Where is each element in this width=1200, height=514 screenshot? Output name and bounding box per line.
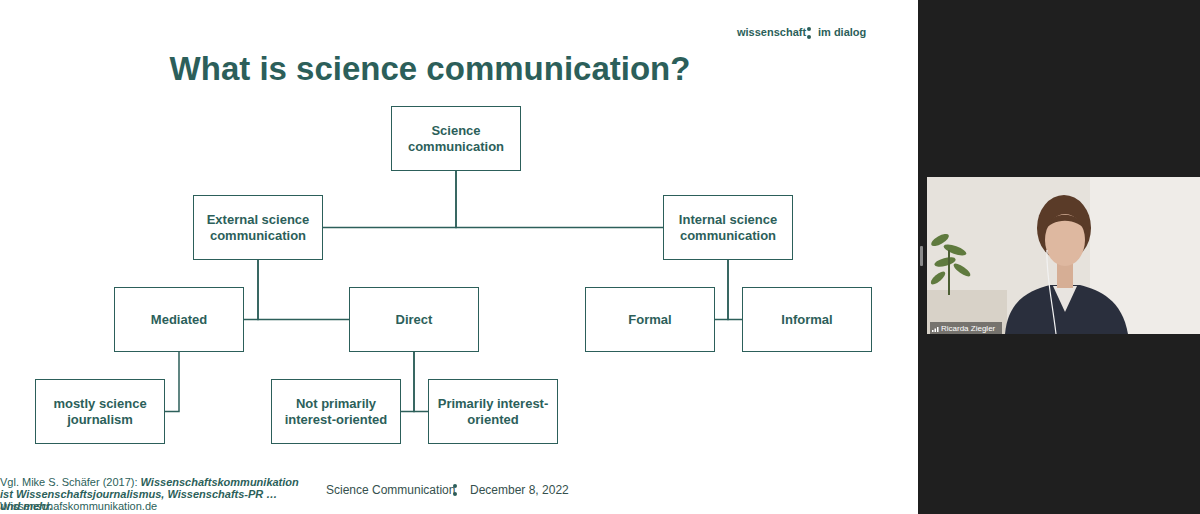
participant-name: Ricarda Ziegler <box>941 324 995 333</box>
box-label: Informal <box>781 312 832 328</box>
box-label: Science communication <box>400 123 512 155</box>
citation-source: Wissenschafskommunikation.de <box>0 500 157 512</box>
box-label: Mediated <box>151 312 207 328</box>
category-box: External science communication <box>193 195 323 260</box>
video-fringe <box>1044 215 1086 232</box>
box-label: Primarily interest-oriented <box>437 396 549 428</box>
box-label: mostly science journalism <box>44 396 156 428</box>
video-body <box>1005 285 1128 334</box>
footer-date: December 8, 2022 <box>470 483 569 497</box>
resize-handle <box>920 246 923 266</box>
box-label: External science communication <box>202 212 314 244</box>
video-tile <box>927 177 1200 334</box>
logo-text: im dialog <box>818 26 866 38</box>
video-wall <box>927 177 1200 334</box>
video-earphone-wire <box>1047 250 1056 334</box>
logo-text: wissenschaft <box>737 26 806 38</box>
connector-line <box>414 352 428 412</box>
slide-title: What is science communication? <box>0 50 860 88</box>
connector-line <box>323 171 456 228</box>
box-label: Internal science communication <box>672 212 784 244</box>
connector-line <box>165 352 179 412</box>
connector-line <box>244 260 258 320</box>
connector-line <box>728 260 742 320</box>
category-box: mostly science journalism <box>35 379 165 444</box>
box-label: Formal <box>628 312 671 328</box>
video-plant <box>929 232 972 295</box>
category-box: Informal <box>742 287 872 352</box>
category-box: Primarily interest-oriented <box>428 379 558 444</box>
logo-dot <box>807 27 811 31</box>
citation-text: Vgl. Mike S. Schäfer (2017): <box>0 476 138 488</box>
signal-icon <box>932 327 939 332</box>
category-box: Not primarily interest-oriented <box>271 379 401 444</box>
connector-line <box>401 352 414 412</box>
box-label: Direct <box>396 312 433 328</box>
video-furniture <box>927 290 1007 334</box>
category-box: Internal science communication <box>663 195 793 260</box>
slide-background <box>0 0 918 514</box>
connector-line <box>456 171 663 228</box>
logo-dot <box>807 35 811 39</box>
category-box: Science communication <box>391 106 521 171</box>
category-box: Formal <box>585 287 715 352</box>
category-box: Mediated <box>114 287 244 352</box>
connector-line <box>715 260 728 320</box>
side-panel <box>918 0 1200 514</box>
footer-text: Science Communication <box>326 483 455 497</box>
box-label: Not primarily interest-oriented <box>280 396 392 428</box>
name-tag-background <box>930 322 1002 334</box>
connector-line <box>258 260 349 320</box>
category-box: Direct <box>349 287 479 352</box>
video-shirt <box>1053 286 1077 312</box>
video-face <box>1045 214 1085 266</box>
